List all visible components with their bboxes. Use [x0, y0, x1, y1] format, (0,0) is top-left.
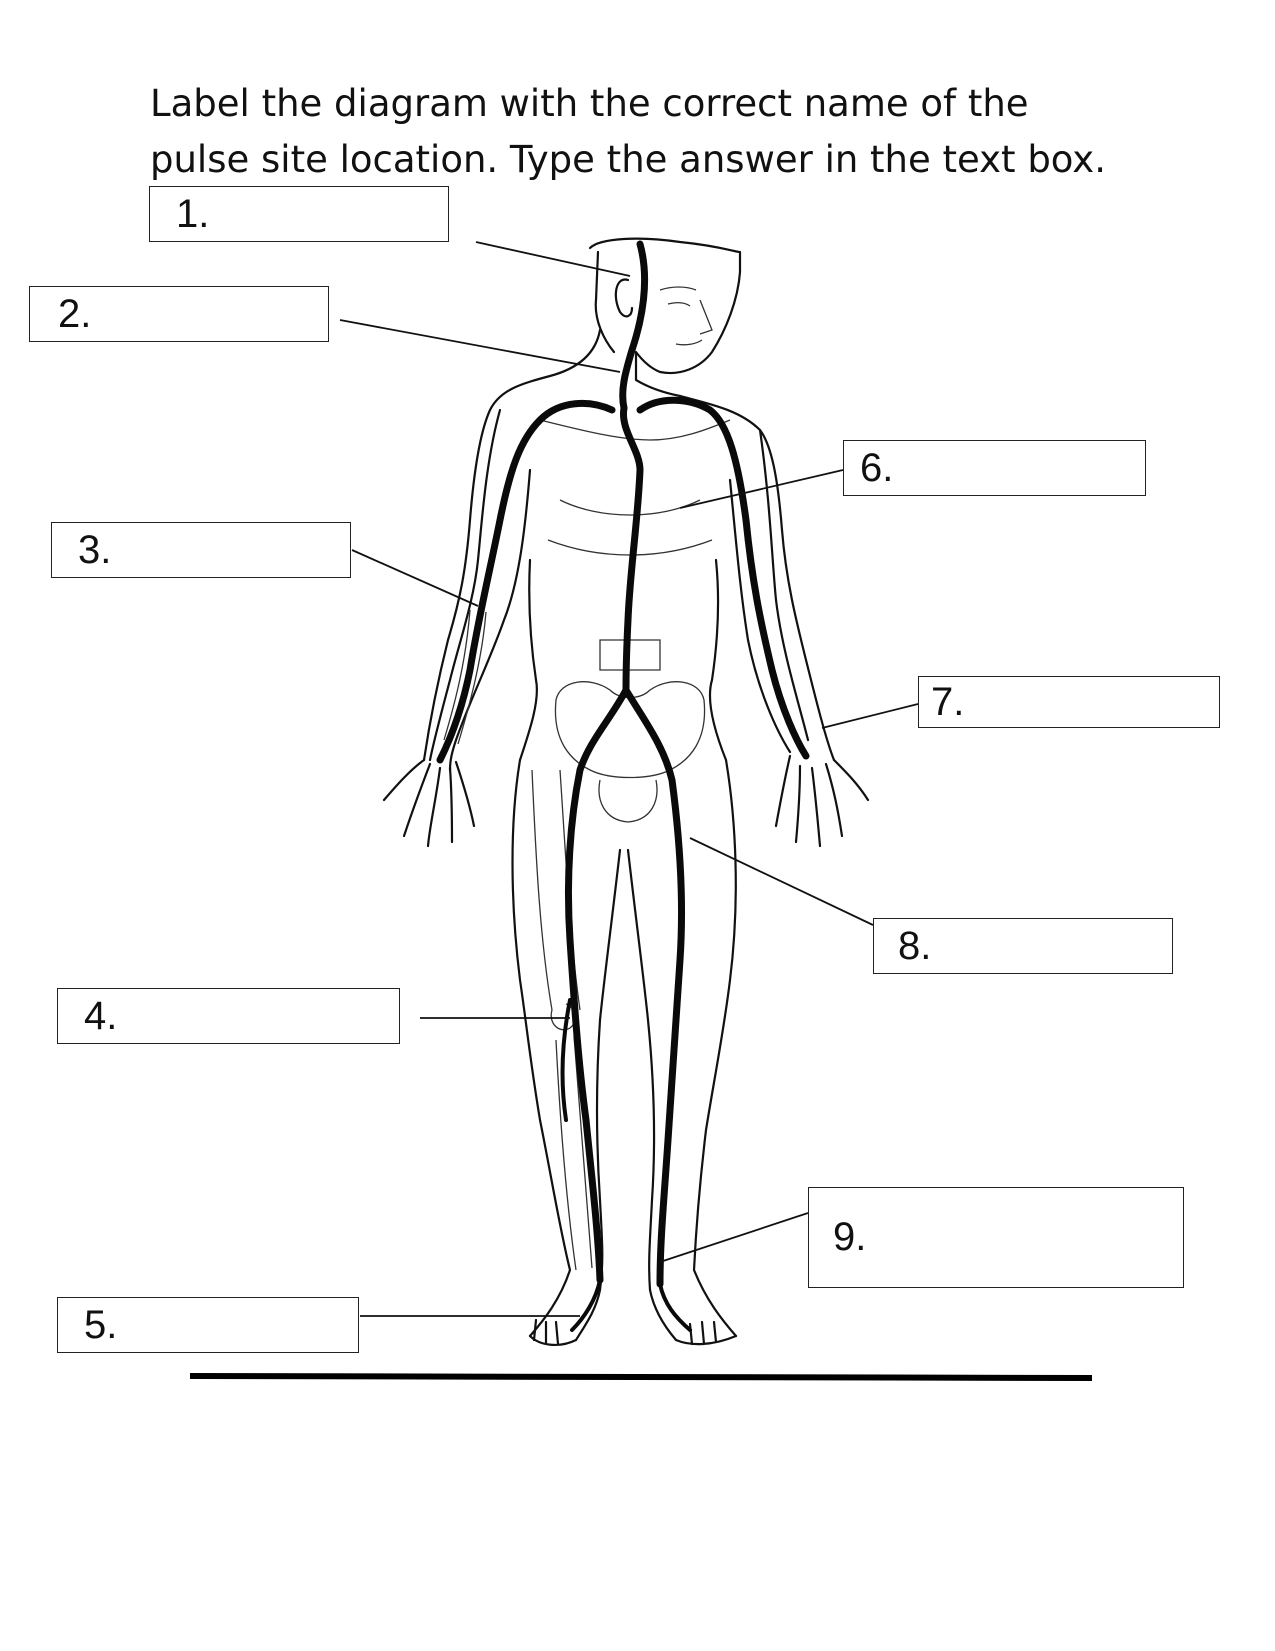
leader-line-2 — [339, 319, 621, 373]
answer-input-7[interactable] — [964, 679, 1219, 725]
answer-box-4-number: 4. — [84, 993, 118, 1038]
ground-line — [189, 1373, 1093, 1381]
answer-input-1[interactable] — [209, 189, 448, 239]
right-leg-outline — [692, 758, 738, 1338]
answer-box-5[interactable]: 5. — [57, 1297, 359, 1353]
answer-input-9[interactable] — [866, 1192, 1183, 1283]
answer-input-8[interactable] — [931, 921, 1172, 971]
iliac-left-line — [564, 686, 630, 1284]
subclavian-left-line — [436, 399, 616, 764]
answer-box-6-number: 6. — [860, 445, 894, 490]
answer-box-8-number: 8. — [898, 923, 932, 968]
answer-box-2[interactable]: 2. — [29, 286, 329, 342]
answer-box-7-number: 7. — [931, 679, 965, 724]
leader-line-3 — [351, 549, 479, 607]
answer-box-1[interactable]: 1. — [149, 186, 449, 242]
arterial-system — [436, 240, 810, 1332]
leader-line-1 — [475, 241, 631, 277]
answer-box-9-number: 9. — [833, 1215, 867, 1259]
answer-box-4[interactable]: 4. — [57, 988, 400, 1044]
leader-line-9 — [659, 1212, 809, 1263]
answer-box-7[interactable]: 7. — [918, 676, 1220, 728]
torso-outline — [422, 328, 602, 762]
leader-line-6 — [679, 469, 844, 509]
leader-line-8 — [689, 837, 874, 926]
left-leg-outline — [511, 758, 572, 1338]
answer-box-1-number: 1. — [176, 191, 210, 236]
head-outline — [588, 237, 742, 398]
pelvis-bone — [554, 681, 706, 779]
answer-box-2-number: 2. — [58, 291, 92, 336]
answer-box-5-number: 5. — [84, 1302, 118, 1347]
leader-lines — [339, 241, 919, 1317]
answer-input-2[interactable] — [91, 289, 328, 339]
carotid-artery-line — [619, 240, 649, 412]
answer-input-4[interactable] — [117, 991, 399, 1041]
subclavian-right-line — [636, 396, 810, 760]
human-body-outline — [382, 237, 870, 1346]
answer-box-6[interactable]: 6. — [843, 440, 1146, 496]
leader-line-7 — [821, 703, 919, 729]
instructions-text: Label the diagram with the correct name … — [150, 76, 1150, 188]
answer-input-6[interactable] — [893, 443, 1145, 493]
instructions-line-1: Label the diagram with the correct name … — [150, 82, 1029, 125]
answer-box-8[interactable]: 8. — [873, 918, 1173, 974]
answer-input-3[interactable] — [111, 525, 350, 575]
iliac-right-line — [622, 686, 686, 1288]
answer-box-3[interactable]: 3. — [51, 522, 351, 578]
answer-box-3-number: 3. — [78, 527, 112, 572]
answer-box-9[interactable]: 9. — [808, 1187, 1184, 1288]
instructions-line-2: pulse site location. Type the answer in … — [150, 138, 1106, 181]
aorta-line — [620, 404, 644, 694]
answer-input-5[interactable] — [117, 1300, 358, 1350]
